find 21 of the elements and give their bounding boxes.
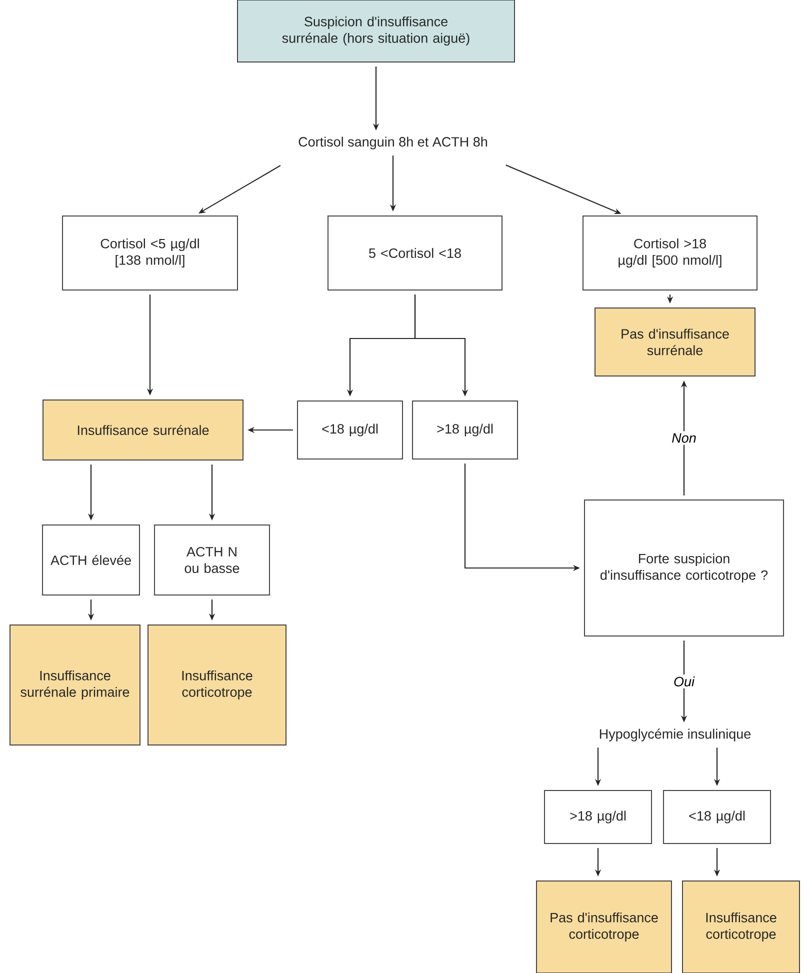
step-text: Hypoglycémie insulinique: [600, 728, 751, 742]
result-box: Insuffisance corticotrope: [148, 624, 286, 746]
process-box: <18 µg/dl: [297, 400, 403, 460]
decision-box: Forte suspicion d'insuffisance corticotrope ?: [584, 500, 784, 636]
step-text: Cortisol sanguin 8h et ACTH 8h: [298, 136, 488, 150]
edge-label: Non: [670, 431, 698, 445]
process-box: ACTH élevée: [42, 524, 140, 596]
result-box: Insuffisance corticotrope: [682, 880, 800, 973]
result-box: Insuffisance surrénale primaire: [10, 624, 140, 746]
process-box: ACTH N ou basse: [154, 524, 270, 596]
result-box: Pas d'insuffisance corticotrope: [536, 880, 672, 973]
result-box: Insuffisance surrénale: [42, 400, 244, 460]
result-box: Pas d'insuffisance surrénale: [594, 308, 756, 376]
edge-label: Oui: [672, 674, 697, 688]
process-box: 5 <Cortisol <18: [328, 216, 502, 290]
process-box: >18 µg/dl: [544, 790, 652, 844]
result-box: Suspicion d'insuffisance surrénale (hors situation aiguë): [237, 0, 515, 62]
process-box: Cortisol <5 µg/dl [138 nmol/l]: [62, 216, 238, 290]
process-box: Cortisol >18 µg/dl [500 nmol/l]: [582, 216, 758, 290]
process-box: <18 µg/dl: [663, 790, 772, 844]
process-box: >18 µg/dl: [412, 400, 518, 460]
